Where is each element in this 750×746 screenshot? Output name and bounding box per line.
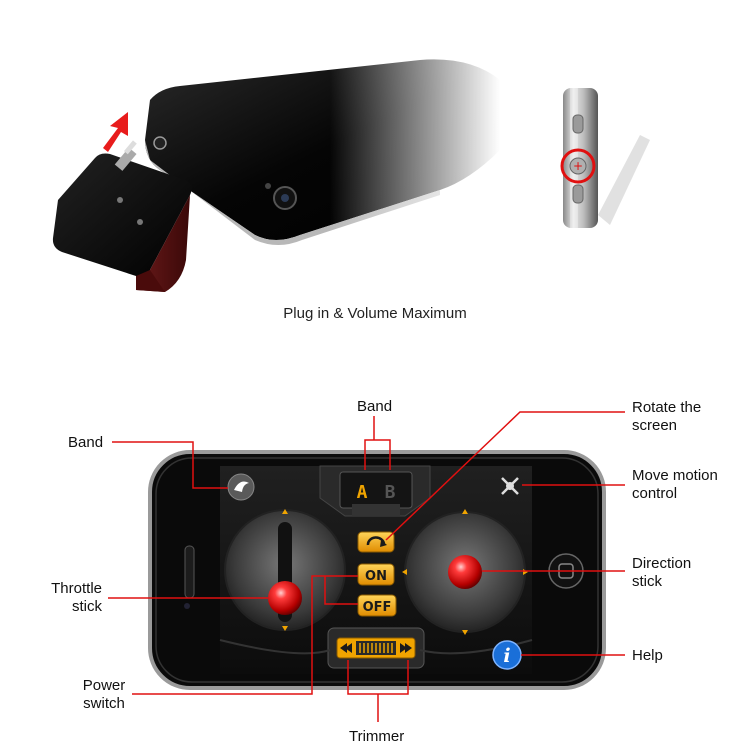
label-band-top: Band [357, 398, 393, 415]
label-band-left: Band [68, 434, 104, 451]
power-on-button[interactable]: ON [357, 563, 395, 586]
direction-stick-ball[interactable] [448, 555, 482, 589]
label-throttle-stick: Throttle stick [51, 580, 102, 615]
band-toggle-button[interactable] [227, 473, 255, 501]
help-icon: i [503, 645, 510, 667]
phone-top-illustration [145, 40, 500, 260]
band-b-label[interactable]: B [385, 482, 396, 503]
help-button[interactable]: i [492, 640, 522, 670]
rotate-screen-button[interactable] [357, 531, 395, 553]
label-direction-stick: Direction stick [632, 555, 692, 590]
motion-control-icon[interactable] [501, 477, 519, 495]
trimmer-control[interactable] [336, 637, 416, 659]
phone-side-illustration: + [560, 88, 650, 228]
band-a-label[interactable]: A [357, 482, 368, 503]
svg-text:+: + [573, 159, 583, 173]
label-trimmer: Trimmer [349, 728, 405, 745]
trim-left-icon[interactable] [340, 643, 352, 653]
insert-arrow-icon [103, 112, 128, 152]
caption-text: Plug in & Volume Maximum [283, 305, 467, 322]
volume-highlight-circle [560, 148, 596, 184]
label-move-motion: Move motion control [632, 467, 718, 502]
throttle-stick-ball[interactable] [268, 581, 302, 615]
audio-dongle [52, 140, 192, 292]
band-selector[interactable]: A B [357, 482, 396, 503]
label-rotate-screen: Rotate the screen [632, 399, 702, 434]
off-label: OFF [363, 600, 392, 615]
power-off-button[interactable]: OFF [357, 594, 397, 617]
label-power-switch: Power switch [82, 677, 126, 712]
on-label: ON [365, 569, 387, 584]
trim-right-icon[interactable] [400, 643, 412, 653]
label-help: Help [632, 647, 663, 664]
callout-lines [108, 411, 625, 722]
